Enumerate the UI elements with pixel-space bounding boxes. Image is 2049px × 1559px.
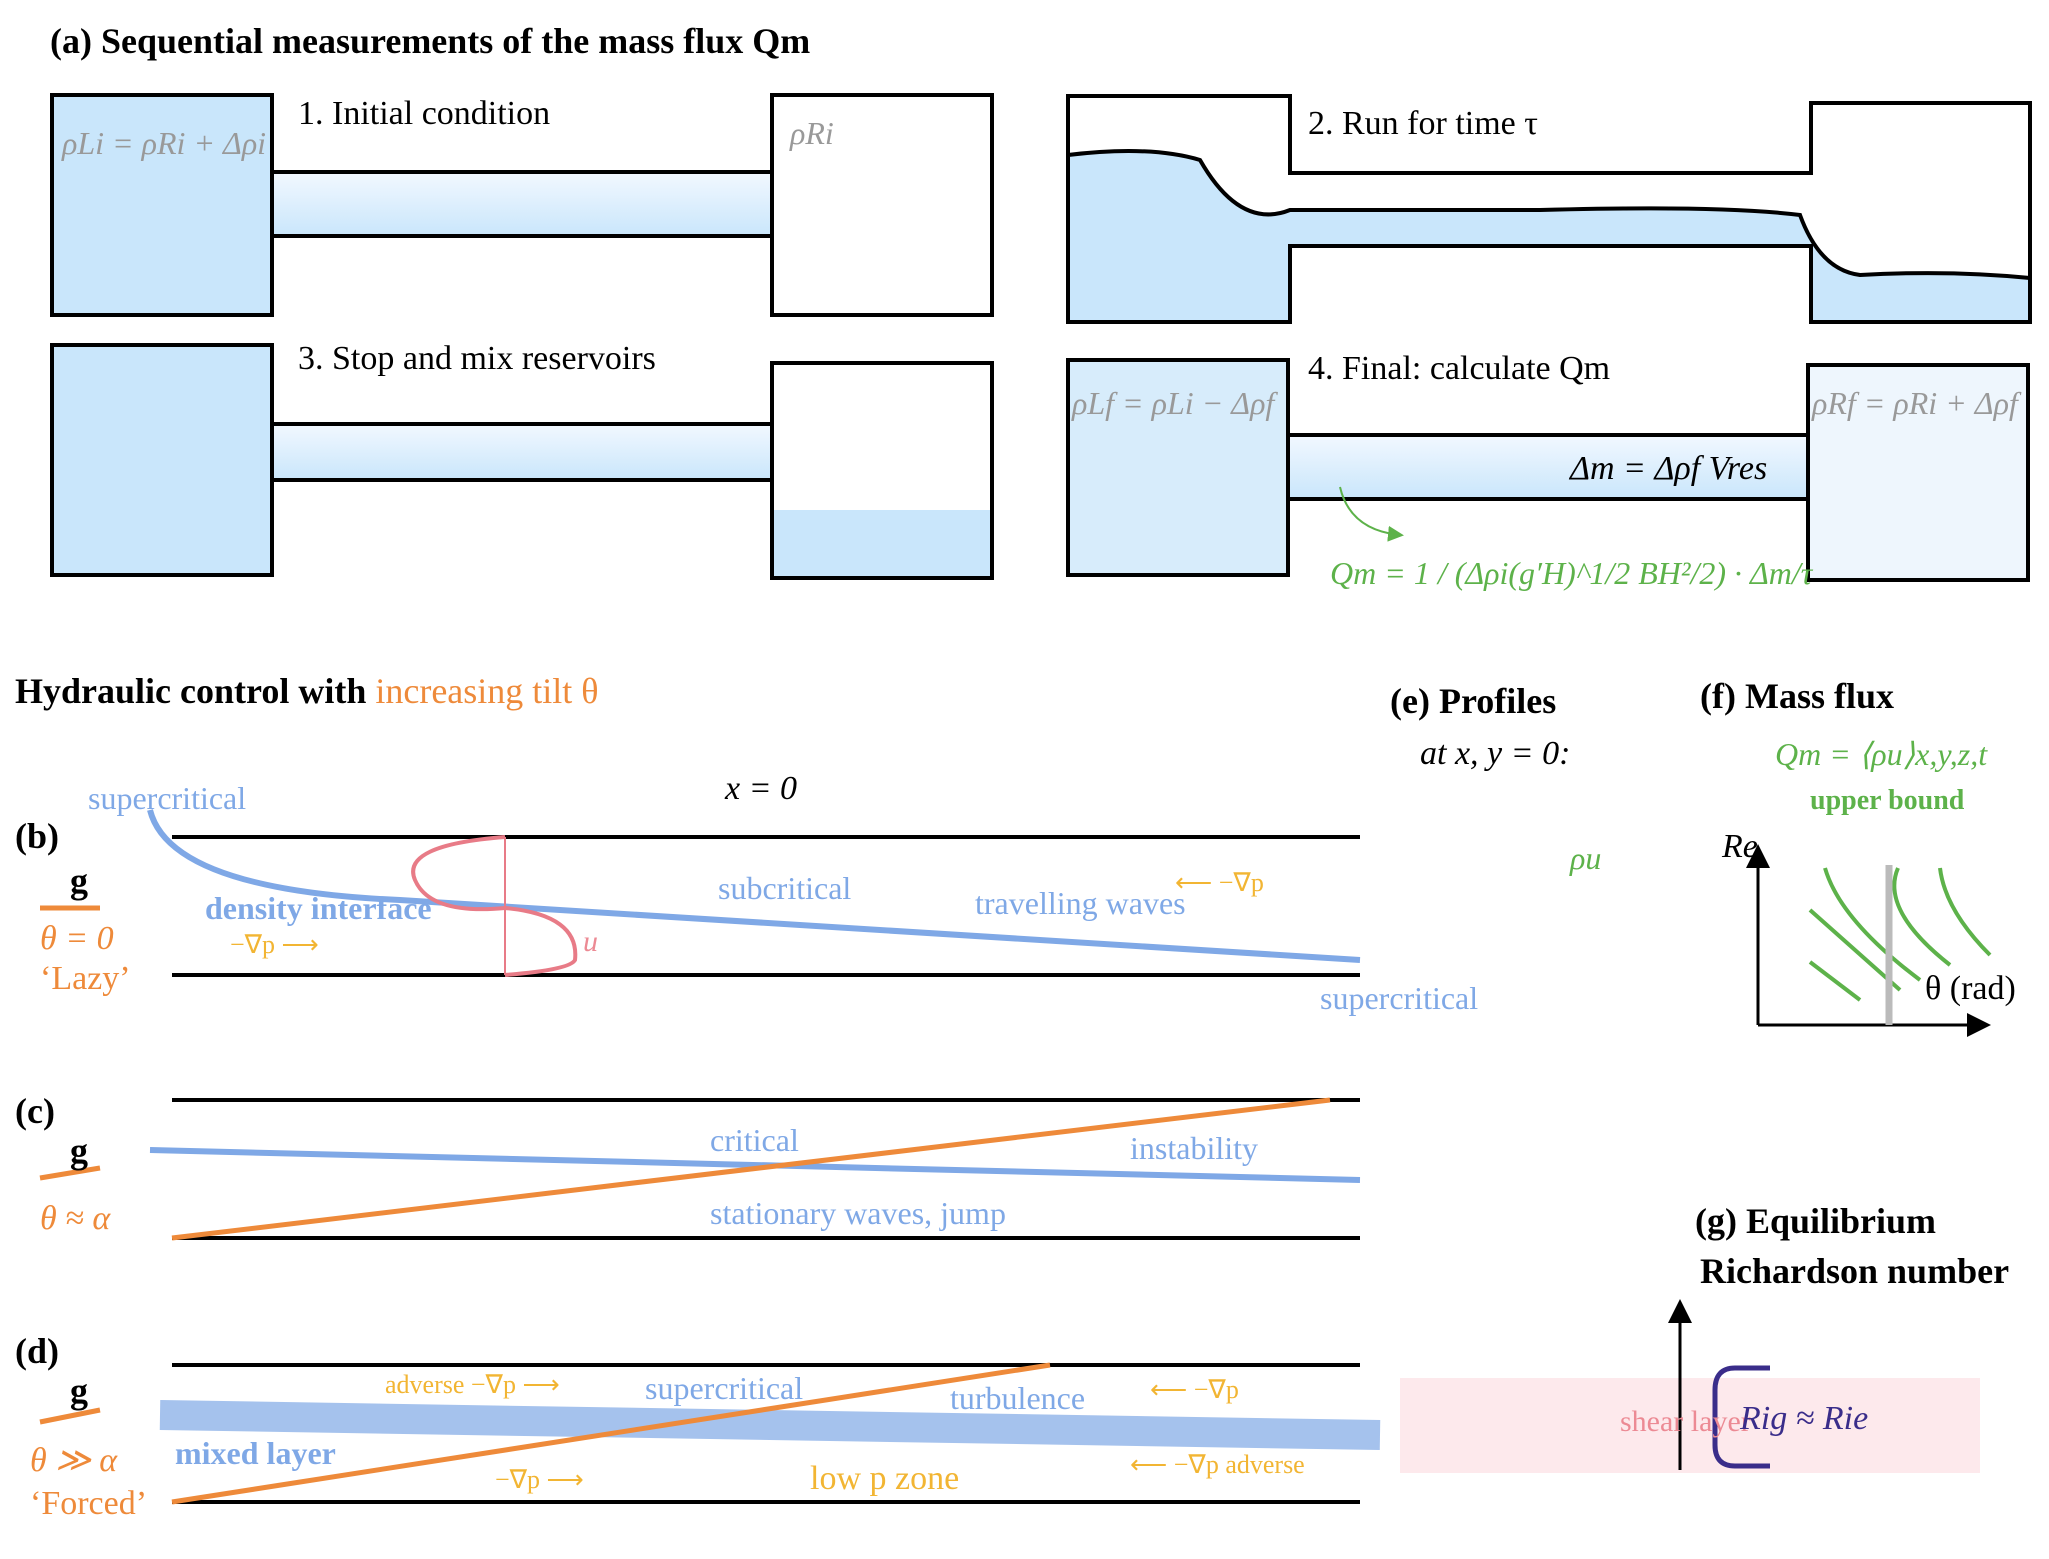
upper-bound-label: upper bound bbox=[1810, 785, 1965, 816]
regime-lazy: ‘Lazy’ bbox=[40, 960, 131, 997]
gravity-b: g bbox=[70, 861, 88, 901]
panel-g-title2: Richardson number bbox=[1700, 1251, 2010, 1291]
tank-step4 bbox=[1066, 358, 2030, 582]
x0-label: x = 0 bbox=[725, 770, 798, 807]
panel-e-subtitle: at x, y = 0: bbox=[1420, 735, 1571, 772]
instability-label: instability bbox=[1130, 1130, 1258, 1166]
regime-forced: ‘Forced’ bbox=[30, 1485, 148, 1522]
density-interface-label: density interface bbox=[205, 890, 432, 926]
panel-e-title: (e) Profiles bbox=[1390, 681, 1557, 721]
gradp-right-d: ⟵ −∇p bbox=[1150, 1375, 1239, 1404]
step4-label: 4. Final: calculate Qm bbox=[1308, 350, 1611, 387]
adverse-gradp: adverse −∇p ⟶ bbox=[385, 1370, 560, 1399]
travelling-waves-label: travelling waves bbox=[975, 885, 1186, 921]
panel-a-title: (a) Sequential measurements of the mass … bbox=[50, 21, 811, 61]
velocity-profile bbox=[411, 835, 578, 977]
tank-step1 bbox=[50, 93, 994, 317]
rho-right-initial: ρRi bbox=[790, 115, 834, 151]
panel-b-label: (b) bbox=[15, 816, 59, 856]
rho-left-initial: ρLi = ρRi + Δρi bbox=[62, 125, 267, 161]
gravity-d: g bbox=[70, 1371, 88, 1411]
delta-m: Δm = Δρf Vres bbox=[1570, 450, 1768, 487]
mixed-layer-label: mixed layer bbox=[175, 1435, 336, 1471]
panel-g-title1: (g) Equilibrium bbox=[1695, 1201, 1937, 1241]
mass-flux-axes bbox=[1746, 844, 1991, 1037]
u-label: u bbox=[583, 925, 598, 958]
mass-flux-contours bbox=[1808, 867, 1992, 1002]
re-axis-label: Re bbox=[1722, 828, 1758, 865]
density-interfaces bbox=[147, 809, 1381, 1450]
panel-c-label: (c) bbox=[15, 1091, 55, 1131]
step3-label: 3. Stop and mix reservoirs bbox=[298, 340, 656, 377]
rhou-label: ρu bbox=[1570, 840, 1602, 876]
turbulence-label: turbulence bbox=[950, 1380, 1086, 1416]
gradp-left-b: −∇p ⟶ bbox=[230, 930, 319, 959]
theta-b: θ = 0 bbox=[40, 920, 114, 957]
step2-label: 2. Run for time τ bbox=[1308, 105, 1538, 142]
subcritical-label: subcritical bbox=[718, 870, 852, 906]
tank-step2 bbox=[1066, 94, 2032, 324]
panel-d-label: (d) bbox=[15, 1331, 59, 1371]
supercritical-d: supercritical bbox=[645, 1370, 804, 1406]
panel-f-title: (f) Mass flux bbox=[1700, 676, 1894, 716]
section-title: Hydraulic control with increasing tilt θ bbox=[15, 671, 599, 711]
rho-left-final: ρLf = ρLi − Δρf bbox=[1072, 385, 1275, 421]
gradp-adverse: ⟵ −∇p adverse bbox=[1130, 1450, 1305, 1479]
supercritical-right: supercritical bbox=[1320, 980, 1479, 1016]
critical-label: critical bbox=[710, 1122, 799, 1158]
tank-step3 bbox=[50, 343, 994, 580]
richardson-profile bbox=[1400, 1299, 1980, 1473]
richardson-label: Rig ≈ Rie bbox=[1740, 1400, 1869, 1437]
qm-definition: Qm = ⟨ρu⟩x,y,z,t bbox=[1775, 736, 1988, 772]
qm-formula: Qm = 1 / (Δρi(g′H)^1/2 BH²/2) · Δm/τ bbox=[1330, 555, 1813, 591]
gradp-left-d: −∇p ⟶ bbox=[495, 1465, 584, 1494]
low-p-zone: low p zone bbox=[810, 1460, 960, 1497]
gravity-c: g bbox=[70, 1131, 88, 1171]
step1-label: 1. Initial condition bbox=[298, 95, 551, 132]
gradp-right-b: ⟵ −∇p bbox=[1175, 868, 1264, 897]
tilt-lines bbox=[39, 905, 1331, 1505]
stationary-waves-label: stationary waves, jump bbox=[710, 1195, 1006, 1231]
shear-layer-label: shear layer bbox=[1620, 1405, 1751, 1438]
theta-axis-label: θ (rad) bbox=[1925, 970, 2016, 1007]
supercritical-left: supercritical bbox=[88, 780, 247, 816]
theta-d: θ ≫ α bbox=[30, 1442, 118, 1479]
rho-right-final: ρRf = ρRi + Δρf bbox=[1812, 385, 2018, 421]
channel-walls bbox=[172, 835, 1360, 1504]
theta-c: θ ≈ α bbox=[40, 1200, 111, 1237]
